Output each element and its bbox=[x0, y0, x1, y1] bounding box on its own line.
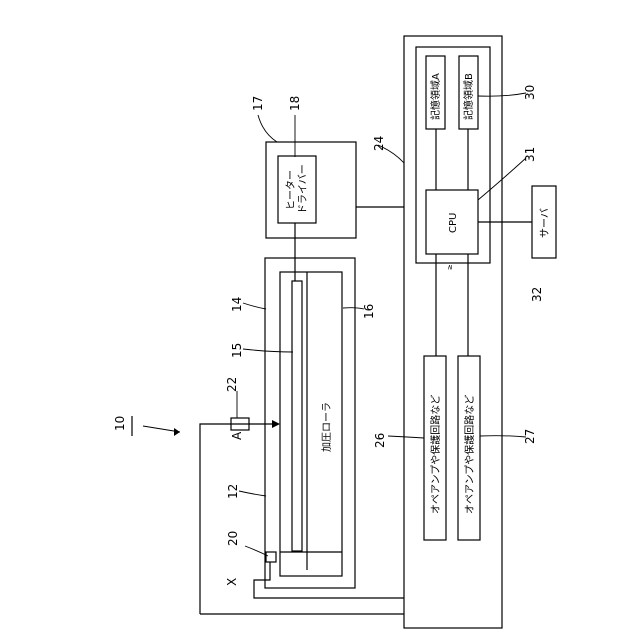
memory-b-label: 記憶領域B bbox=[462, 73, 475, 120]
ref-14-leader bbox=[243, 303, 266, 309]
ref-10-arrowhead bbox=[174, 428, 180, 436]
cpu-small-mark: ≥ bbox=[446, 264, 454, 270]
ref-14: 14 bbox=[230, 297, 244, 312]
amp-circuit-26-label: オペアンプや保護回路など bbox=[429, 395, 442, 514]
ref-32: 32 bbox=[530, 287, 544, 302]
ref-12-leader bbox=[239, 491, 266, 496]
ref-30: 30 bbox=[523, 85, 537, 100]
cpu-label: CPU bbox=[448, 213, 459, 233]
ref-18: 18 bbox=[288, 96, 302, 111]
sensor-x-label: X bbox=[225, 578, 239, 586]
ref-15: 15 bbox=[230, 343, 244, 358]
ref-17: 17 bbox=[251, 96, 265, 111]
amp-circuit-27-label: オペアンプや保護回路など bbox=[463, 395, 476, 514]
heater-driver-label-line1: ヒーター bbox=[285, 170, 297, 210]
server-label: サーバ bbox=[539, 208, 551, 238]
sensor-a-label: A bbox=[230, 431, 244, 440]
ref-20: 20 bbox=[226, 531, 240, 546]
heater-element-15 bbox=[292, 281, 302, 551]
ref-31: 31 bbox=[523, 147, 537, 162]
ref-24: 24 bbox=[372, 136, 386, 151]
ref-22: 22 bbox=[225, 377, 239, 392]
ref-17-leader bbox=[258, 115, 277, 142]
ref-27: 27 bbox=[523, 429, 537, 444]
ref-10: 10 bbox=[113, 416, 127, 431]
ref-16: 16 bbox=[362, 304, 376, 319]
heater-driver-18 bbox=[278, 156, 316, 223]
sensor-20 bbox=[266, 552, 276, 562]
ref-26: 26 bbox=[373, 433, 387, 448]
heater-driver-label-line2: ドライバー bbox=[297, 164, 309, 214]
memory-a-label: 記憶領域A bbox=[429, 73, 442, 120]
pressure-roller-label: 加圧ローラ bbox=[321, 402, 333, 452]
ref-12: 12 bbox=[226, 484, 240, 499]
